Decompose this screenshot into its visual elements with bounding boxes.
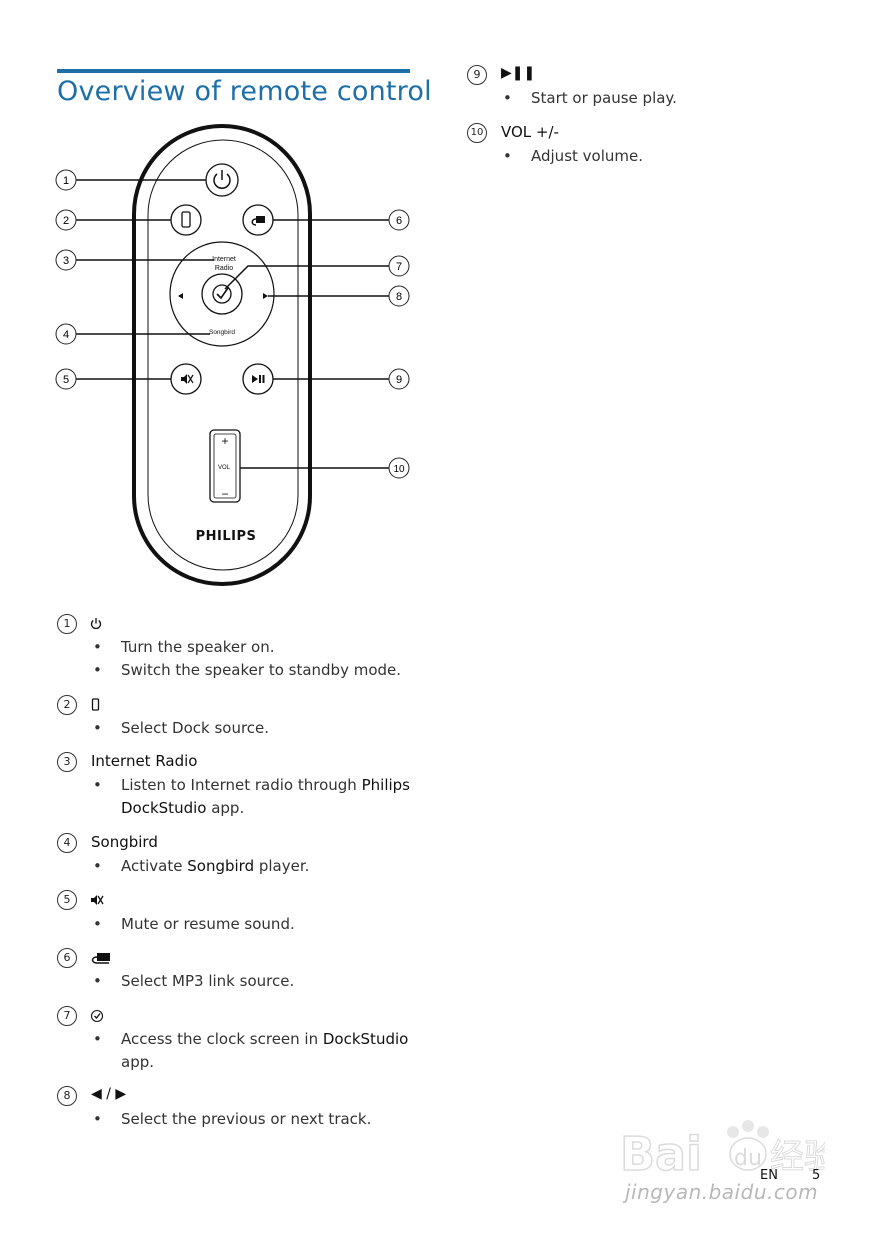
footer-language: EN (760, 1168, 778, 1183)
prev-arrow-icon (178, 293, 183, 299)
play-pause-icon (252, 375, 265, 383)
mute-icon (91, 895, 104, 905)
ok-button (201, 273, 243, 315)
remote-label-radio: Radio (215, 265, 233, 272)
power-icon (90, 618, 102, 630)
item-4-heading: Songbird (91, 833, 158, 851)
brand-logo: PHILIPS (196, 529, 257, 544)
watermark-url: jingyan.baidu.com (625, 1180, 819, 1204)
remote-control-diagram: Internet Radio Songbird + VOL − PHILIPS … (55, 124, 410, 586)
vol-plus-label: + (221, 434, 228, 448)
next-arrow-icon (263, 293, 268, 299)
dock-icon (181, 211, 191, 228)
callout-7: 7 (388, 255, 410, 277)
svg-text:10: 10 (393, 464, 405, 475)
item-8-bullet-1: •Select the previous or next track. (93, 1110, 372, 1128)
item-6-bullet-1: •Select MP3 link source. (93, 972, 295, 990)
callout-3: 3 (55, 249, 77, 271)
item-2-bullet-1: •Select Dock source. (93, 719, 270, 737)
check-icon (212, 284, 232, 304)
page-title: Overview of remote control (57, 76, 432, 107)
power-icon (213, 170, 231, 189)
item-8-number: 8 (57, 1086, 77, 1106)
item-10-heading: VOL +/- (501, 123, 559, 141)
item-4-bullet-1: •Activate Songbird player. (93, 857, 310, 875)
title-rule (57, 69, 410, 73)
svg-text:du: du (734, 1146, 762, 1171)
baidu-watermark-logo: Bai du 经验 (620, 1120, 825, 1182)
item-9-bullet-1: •Start or pause play. (503, 89, 677, 107)
callout-8: 8 (388, 285, 410, 307)
item-8-heading: ◀ / ▶ (91, 1086, 127, 1102)
svg-text:8: 8 (396, 291, 402, 303)
svg-text:2: 2 (63, 215, 69, 227)
item-5-bullet-1: •Mute or resume sound. (93, 915, 295, 933)
svg-text:经验: 经验 (770, 1137, 825, 1177)
item-1-bullet-2: •Switch the speaker to standby mode. (93, 661, 402, 679)
item-6-number: 6 (57, 948, 77, 968)
callout-4: 4 (55, 323, 77, 345)
svg-text:Bai: Bai (620, 1127, 702, 1181)
dock-icon (91, 698, 100, 711)
mute-icon (181, 374, 194, 384)
item-10-number: 10 (467, 123, 487, 143)
svg-text:9: 9 (396, 374, 402, 386)
svg-text:5: 5 (63, 374, 69, 386)
svg-text:4: 4 (63, 329, 69, 341)
remote-body-inner (147, 139, 299, 571)
item-1-bullet-1: •Turn the speaker on. (93, 638, 275, 656)
callout-2: 2 (55, 209, 77, 231)
svg-text:7: 7 (396, 261, 402, 273)
mp3-link-icon (251, 216, 265, 226)
callout-9: 9 (388, 368, 410, 390)
item-5-number: 5 (57, 890, 77, 910)
callout-1: 1 (55, 169, 77, 191)
item-3-bullet-1: •Listen to Internet radio through Philip… (93, 776, 410, 817)
item-3-heading: Internet Radio (91, 752, 198, 770)
item-4-number: 4 (57, 833, 77, 853)
svg-text:6: 6 (396, 215, 402, 227)
footer-page-number: 5 (812, 1168, 821, 1183)
item-2-number: 2 (57, 695, 77, 715)
vol-minus-label: − (221, 487, 228, 501)
item-10-bullet-1: •Adjust volume. (503, 147, 643, 165)
item-1-number: 1 (57, 614, 77, 634)
remote-body-outer (132, 124, 312, 586)
remote-label-internet: Internet (212, 256, 236, 263)
callout-10: 10 (388, 457, 410, 479)
volume-rocker (209, 429, 241, 503)
svg-text:3: 3 (63, 255, 69, 267)
callout-6: 6 (388, 209, 410, 231)
vol-label: VOL (218, 465, 231, 471)
item-7-number: 7 (57, 1006, 77, 1026)
item-9-number: 9 (467, 65, 487, 85)
item-9-heading: ▶❚❚ (501, 65, 536, 81)
callout-5: 5 (55, 368, 77, 390)
svg-text:1: 1 (63, 175, 69, 187)
mp3-link-icon (91, 953, 110, 964)
item-3-number: 3 (57, 752, 77, 772)
remote-label-songbird: Songbird (209, 329, 235, 336)
check-icon (90, 1009, 104, 1023)
dock-button (170, 204, 202, 236)
